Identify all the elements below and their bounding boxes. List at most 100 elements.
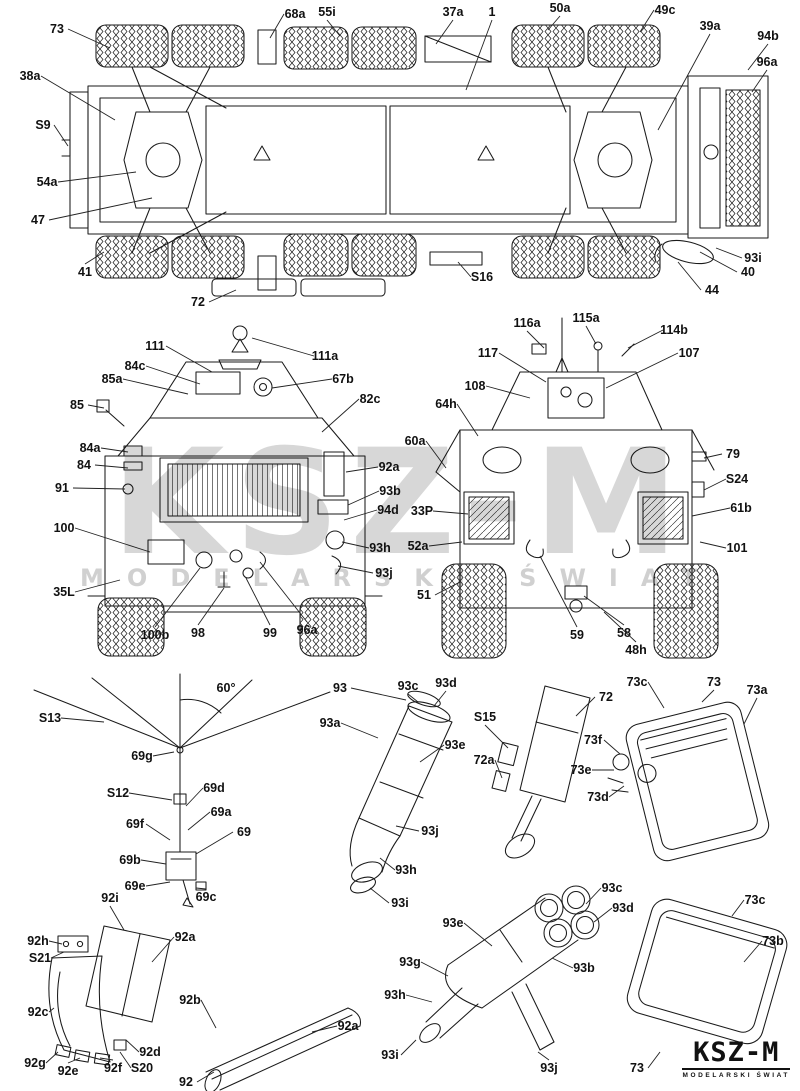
svg-text:72: 72 [599,690,613,704]
brand-logo-subtitle: MODELARSKI ŚWIAT [682,1072,790,1079]
svg-text:115a: 115a [572,311,600,325]
part-label-96a: 96a [259,561,318,637]
part-label-85: 85 [70,398,105,412]
part-label-69b: 69b [119,853,167,867]
part-label-93: 93 [333,681,407,701]
part-label-92a: 92a [311,1019,360,1033]
svg-text:91: 91 [55,481,69,495]
part-label-93h: 93h [379,857,417,877]
svg-text:93d: 93d [612,901,634,915]
svg-text:82c: 82c [360,392,381,406]
svg-text:73c: 73c [627,675,648,689]
part-label-114b: 114b [627,323,688,349]
svg-text:73: 73 [50,22,64,36]
part-label-40: 40 [699,251,755,279]
svg-text:93c: 93c [602,881,623,895]
part-label-72a: 72a [474,753,503,779]
svg-text:85a: 85a [102,372,124,386]
part-label-69: 69 [195,825,251,855]
part-label-49c: 49c [639,3,676,33]
svg-text:49c: 49c [655,3,676,17]
svg-text:107: 107 [679,346,700,360]
part-label-39a: 39a [657,19,722,131]
svg-text:101: 101 [727,541,748,555]
svg-text:38a: 38a [20,69,42,83]
part-label-92: 92 [179,1071,215,1089]
svg-text:92g: 92g [24,1056,46,1070]
svg-text:94d: 94d [377,503,399,517]
part-label-69e: 69e [125,879,171,893]
part-label-92e: 92e [58,1057,81,1078]
part-label-101: 101 [699,541,748,555]
svg-text:73: 73 [630,1061,644,1075]
part-label-111: 111 [145,339,213,373]
svg-text:92c: 92c [28,1005,49,1019]
part-label-92c: 92c [28,1005,55,1019]
part-label-93b: 93b [551,957,595,975]
svg-text:98: 98 [191,626,205,640]
part-label-93c: 93c [585,881,623,905]
svg-text:69a: 69a [211,805,233,819]
svg-text:100: 100 [54,521,75,535]
svg-text:40: 40 [741,265,755,279]
svg-text:117: 117 [478,346,498,360]
part-label-S9: S9 [35,118,69,147]
part-label-69f: 69f [126,817,171,841]
svg-text:85: 85 [70,398,84,412]
svg-text:69: 69 [237,825,251,839]
svg-text:111a: 111a [312,349,339,363]
svg-text:73: 73 [707,675,721,689]
svg-text:S20: S20 [131,1061,153,1075]
svg-text:79: 79 [726,447,740,461]
part-label-73e: 73e [571,763,614,777]
svg-text:93h: 93h [395,863,417,877]
part-label-S20: S20 [119,1051,153,1075]
jerry-can-1-drawing [607,701,770,862]
svg-text:92i: 92i [101,891,118,905]
svg-text:39a: 39a [700,19,722,33]
svg-text:69c: 69c [196,890,217,904]
part-label-73: 73 [630,1051,661,1075]
svg-text:S21: S21 [29,951,51,965]
part-label-93i: 93i [381,1039,417,1062]
part-label-60°: 60° [217,681,236,695]
svg-text:60a: 60a [405,434,427,448]
svg-text:52a: 52a [408,539,430,553]
part-label-98: 98 [191,587,225,640]
part-label-S12: S12 [107,786,173,801]
part-label-117: 117 [478,346,547,383]
svg-text:92a: 92a [338,1019,360,1033]
svg-text:93j: 93j [421,824,438,838]
part-label-92a: 92a [345,460,400,474]
part-label-50a: 50a [547,1,571,31]
jerry-can-2-drawing [626,898,788,1045]
exhaust-detail-1-drawing [349,690,453,894]
part-label-41: 41 [78,251,105,279]
part-label-92g: 92g [24,1051,59,1070]
part-label-37a: 37a [435,5,464,45]
part-label-93g: 93g [399,955,449,977]
svg-text:100b: 100b [141,628,170,642]
part-label-93j: 93j [337,565,393,580]
part-label-84: 84 [77,458,129,472]
part-label-92d: 92d [125,1039,161,1059]
svg-text:92b: 92b [179,993,201,1007]
svg-text:99: 99 [263,626,277,640]
part-label-73a: 73a [743,683,768,725]
part-label-92f: 92f [99,1057,123,1075]
svg-text:111: 111 [145,339,165,353]
svg-text:84c: 84c [125,359,146,373]
svg-text:93i: 93i [744,251,761,265]
part-label-100b: 100b [141,567,201,642]
part-label-93e: 93e [443,916,493,947]
svg-text:92e: 92e [58,1064,79,1078]
svg-text:61b: 61b [730,501,752,515]
part-label-S16: S16 [457,261,493,284]
part-label-116a: 116a [513,316,545,349]
part-label-93d: 93d [433,676,457,707]
svg-text:108: 108 [465,379,486,393]
svg-text:S12: S12 [107,786,129,800]
svg-text:73f: 73f [584,733,603,747]
